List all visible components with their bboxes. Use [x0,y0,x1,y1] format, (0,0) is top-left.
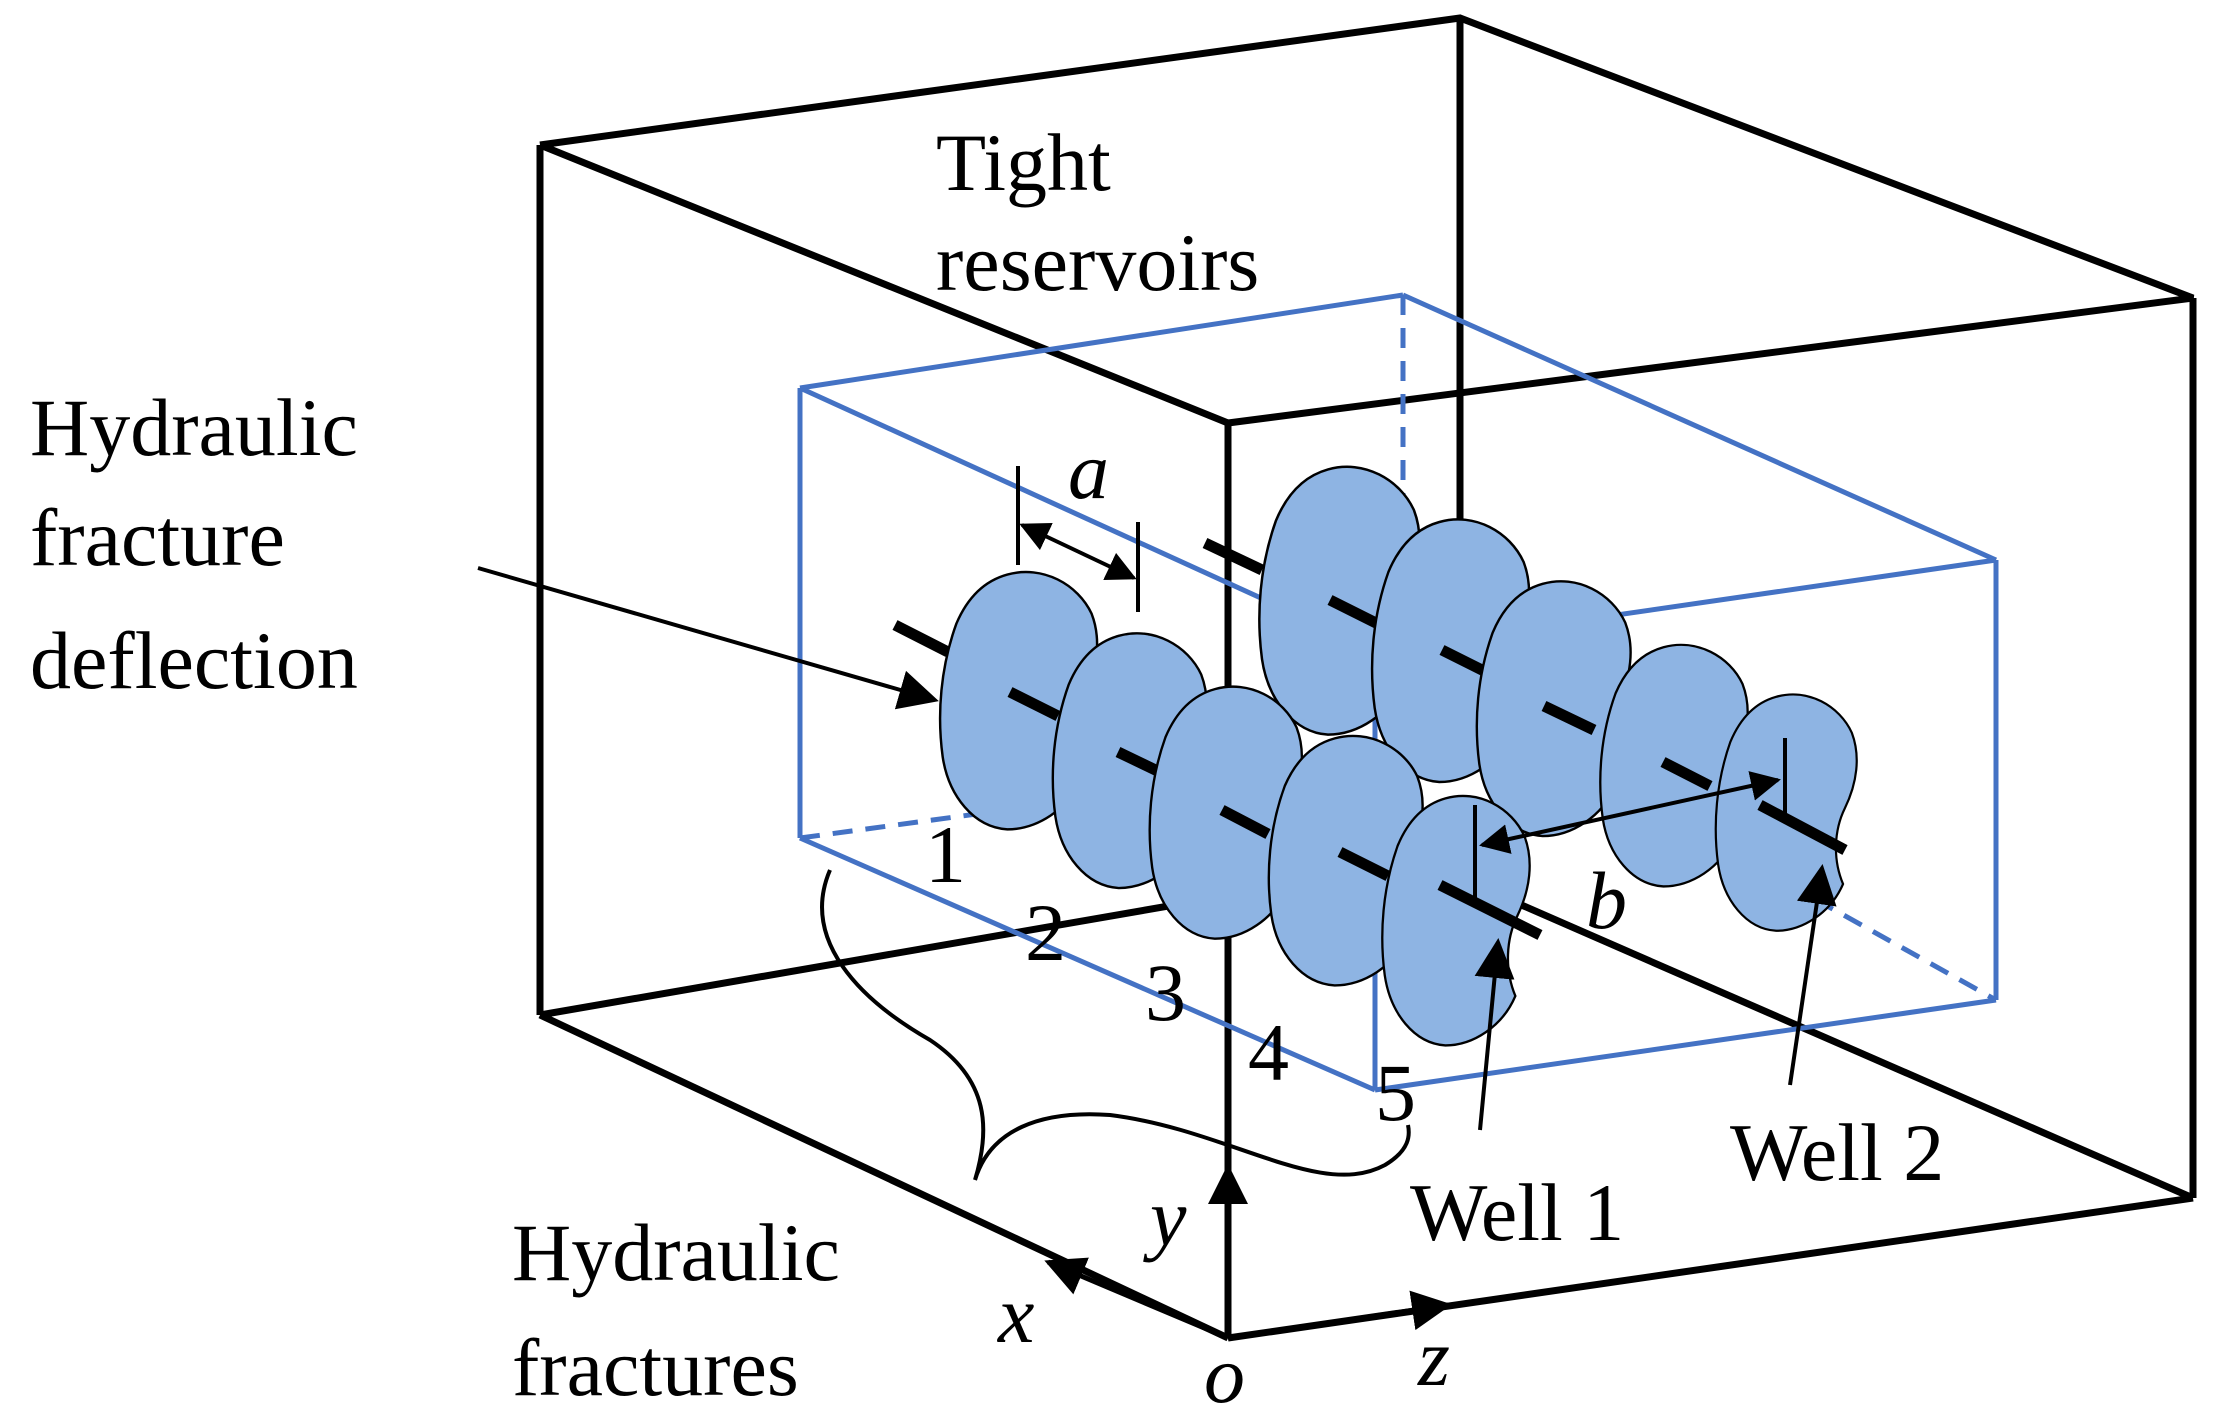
label-spacing-b: b [1586,855,1627,946]
outer-box-inner-bottom-right [1508,896,2195,1202]
fracture-number-3: 3 [1145,947,1186,1038]
label-well-2: Well 2 [1730,1107,1944,1198]
label-reservoirs: reservoirs [936,217,1259,308]
fractures-brace [820,869,1411,1181]
well1-arrow [1474,938,1515,1131]
fracture-number-1: 1 [925,809,966,900]
wellbore-1-seg-a [1007,687,1061,721]
outer-box-bottom-left [538,1011,1230,1342]
label-hydraulic-fractures-2: fractures [512,1322,799,1413]
axis-label-y: y [1143,1172,1187,1263]
well2-arrow [1788,864,1837,1086]
fracture-number-5: 5 [1375,1047,1416,1138]
label-well-1: Well 1 [1410,1167,1624,1258]
labels: Tight reservoirs Hydraulic fracture defl… [30,117,1944,1418]
label-tight: Tight [936,117,1111,208]
wellbore-2-stub [1202,538,1265,575]
z-axis [1227,1290,1452,1341]
spacing-a-arrow [1019,522,1137,581]
label-deflection-1: Hydraulic [30,382,358,473]
fracture-number-2: 2 [1025,887,1066,978]
label-deflection-3: deflection [30,615,358,706]
fracture-number-4: 4 [1248,1007,1289,1098]
wellbore-1-seg-d [1337,847,1391,881]
inner-box-bottom-right [1374,997,1997,1093]
inner-box-bottom-front [798,835,1377,1093]
x-axis [1044,1257,1229,1341]
wellbore-1-seg-e [1437,880,1543,940]
spacing-b-marker [1473,738,1787,900]
wellbore-2-seg-a [1327,595,1381,629]
wellbore-1-stub [892,620,951,657]
wellbore-2-seg-c [1541,701,1597,735]
inner-box-top-back [1401,292,1998,563]
pointer-arrows [477,566,1837,1131]
inner-box-top-left [799,292,1404,391]
inner-box-hidden-bottom-right [1698,832,1998,1003]
wellbore-1 [892,620,951,657]
axis-label-x: x [997,1269,1034,1360]
wellbore-1-seg-c [1219,805,1271,839]
fractures-well-1 [938,570,1543,1047]
wellbore-2 [1202,538,1265,575]
axis-label-z: z [1417,1312,1450,1403]
axis-label-origin: o [1204,1329,1245,1413]
coordinate-axes [1044,1164,1452,1341]
spacing-a-marker [1016,466,1140,612]
outer-box-top-edges [538,14,2195,427]
label-spacing-a: a [1068,425,1109,516]
inner-box [797,292,1999,1093]
spacing-b-arrow [1479,771,1781,854]
deflection-arrow [477,566,939,710]
label-deflection-2: fracture [30,492,285,583]
label-hydraulic-fractures-1: Hydraulic [512,1207,840,1298]
